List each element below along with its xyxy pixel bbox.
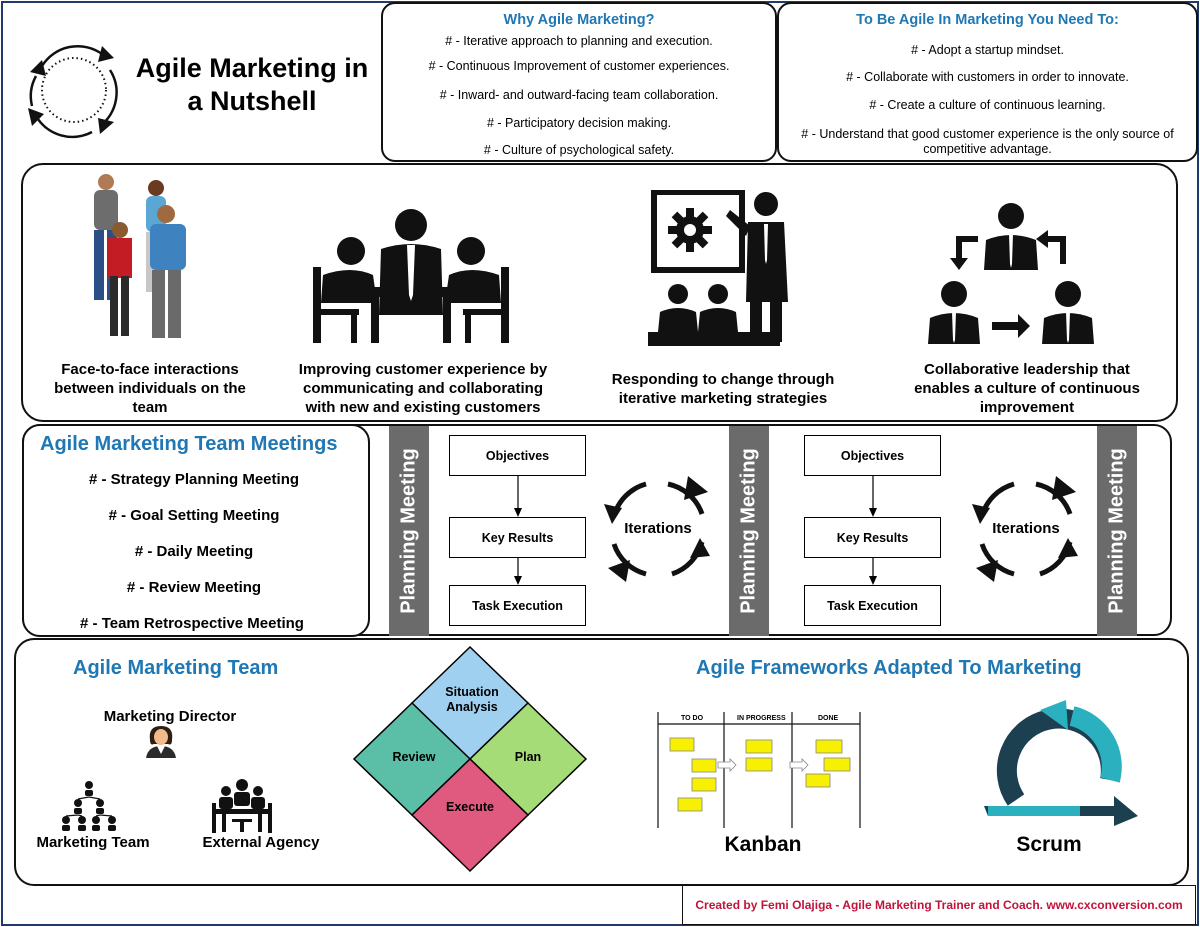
meetings-panel: Agile Marketing Team Meetings # - Strate…: [22, 424, 370, 637]
agile-needs-title: To Be Agile In Marketing You Need To:: [856, 12, 1119, 28]
kanban-done-header: DONE: [818, 715, 839, 722]
planning-meeting-bar-3: Planning Meeting: [1097, 426, 1137, 636]
iterations-cycle-icon-1: [604, 476, 710, 582]
plan-label: Plan: [514, 750, 542, 764]
list-item: # - Inward- and outward-facing team coll…: [439, 88, 719, 102]
marketing-team-label: Marketing Team: [36, 834, 150, 851]
agile-needs-list: # - Adopt a startup mindset. # - Collabo…: [779, 4, 1196, 160]
list-item: # - Review Meeting: [126, 579, 262, 596]
credit-text: Created by Femi Olajiga - Agile Marketin…: [695, 898, 1183, 912]
list-item: # - Understand that good customer experi…: [801, 127, 1174, 141]
page-title: Agile Marketing in a Nutshell: [135, 53, 369, 116]
task-execution-box-1: Task Execution: [449, 585, 586, 626]
review-label: Review: [392, 750, 436, 764]
cycle-arrows-icon: [22, 36, 126, 140]
objectives-box-2: Objectives: [804, 435, 941, 476]
key-results-box-1: Key Results: [449, 517, 586, 558]
iterations-cycle-icon-2: [972, 476, 1078, 582]
list-item: # - Daily Meeting: [134, 543, 254, 560]
bottom-panel: [14, 638, 1189, 886]
kanban-board: [656, 712, 862, 830]
leadership-cycle-icon: [926, 200, 1096, 346]
list-item: # - Goal Setting Meeting: [108, 507, 280, 524]
presentation-icon: [646, 189, 796, 350]
meetings-title: Agile Marketing Team Meetings: [40, 433, 338, 455]
agile-needs-panel: To Be Agile In Marketing You Need To: # …: [777, 2, 1198, 162]
list-item: # - Participatory decision making.: [486, 116, 672, 130]
scrum-cycle-icon: [980, 700, 1140, 830]
kanban-todo-header: TO DO: [681, 715, 704, 722]
org-chart-icon: [60, 780, 118, 832]
marketing-cycle-diamond: [352, 645, 588, 873]
list-item: # - Collaborate with customers in order …: [846, 70, 1129, 84]
planning-meeting-bar-2: Planning Meeting: [729, 426, 769, 636]
why-agile-panel: Why Agile Marketing? # - Iterative appro…: [381, 2, 777, 162]
list-item: competitive advantage.: [923, 142, 1052, 156]
list-item: # - Continuous Improvement of customer e…: [428, 59, 730, 73]
key-results-box-2: Key Results: [804, 517, 941, 558]
list-item: # - Team Retrospective Meeting: [80, 615, 304, 632]
iterations-label-2: Iterations: [992, 520, 1060, 537]
execute-label: Execute: [446, 800, 494, 814]
list-item: # - Create a culture of continuous learn…: [869, 98, 1106, 112]
values-panel: [21, 163, 1178, 422]
list-item: # - Culture of psychological safety.: [483, 143, 675, 157]
people-group-icon: [80, 170, 190, 342]
list-item: # - Adopt a startup mindset.: [911, 43, 1064, 57]
task-execution-box-2: Task Execution: [804, 585, 941, 626]
meeting-table-icon: [311, 205, 511, 345]
agency-meeting-icon: [212, 777, 272, 833]
objectives-box-1: Objectives: [449, 435, 586, 476]
flow-arrows-2: [869, 476, 877, 585]
team-title: Agile Marketing Team: [73, 657, 279, 679]
director-label: Marketing Director: [103, 708, 237, 725]
execute-quadrant: [410, 757, 530, 873]
kanban-label: Kanban: [724, 833, 802, 856]
external-agency-label: External Agency: [202, 834, 320, 851]
list-item: # - Strategy Planning Meeting: [88, 471, 300, 488]
why-agile-list: # - Iterative approach to planning and e…: [383, 4, 775, 160]
list-item: # - Iterative approach to planning and e…: [445, 34, 713, 48]
meetings-list: # - Strategy Planning Meeting # - Goal S…: [24, 426, 368, 635]
flow-arrows-1: [514, 476, 522, 585]
credit-footer: Created by Femi Olajiga - Agile Marketin…: [682, 885, 1196, 925]
why-agile-title: Why Agile Marketing?: [503, 12, 655, 28]
planning-meeting-bar-1: Planning Meeting: [389, 426, 429, 636]
iterations-label-1: Iterations: [624, 520, 692, 537]
director-avatar: [142, 724, 180, 758]
scrum-label: Scrum: [1016, 833, 1082, 856]
kanban-progress-header: IN PROGRESS: [737, 715, 786, 722]
frameworks-title: Agile Frameworks Adapted To Marketing: [696, 657, 1082, 679]
